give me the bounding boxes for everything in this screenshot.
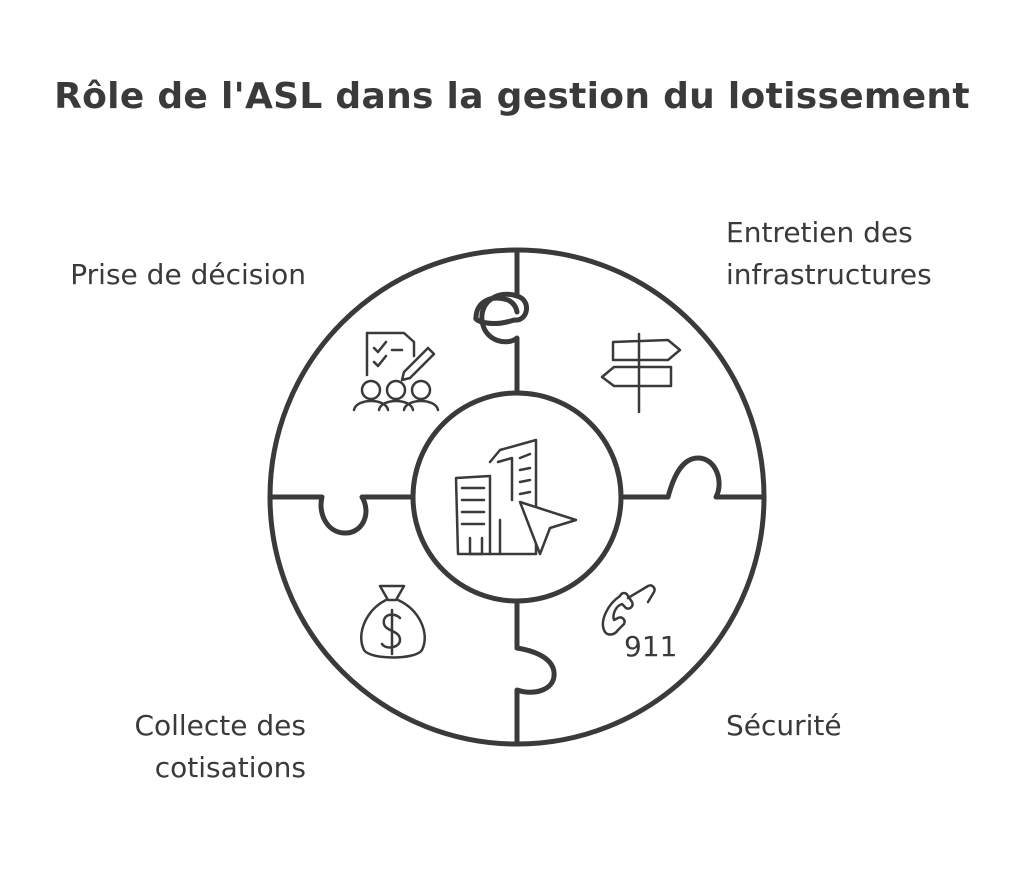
divider-bottom xyxy=(514,598,557,747)
label-collecte-cotisations-line2: cotisations xyxy=(154,751,306,784)
label-prise-de-decision: Prise de décision xyxy=(30,254,306,296)
divider-top xyxy=(473,247,529,396)
label-prise-de-decision-line1: Prise de décision xyxy=(70,258,306,291)
label-securite-line1: Sécurité xyxy=(726,709,842,742)
outer-ring xyxy=(267,247,767,747)
diagram-title: Rôle de l'ASL dans la gestion du lotisse… xyxy=(54,76,970,117)
divider-right xyxy=(618,455,767,500)
emergency-number: 911 xyxy=(624,630,677,663)
signpost-icon xyxy=(600,332,682,414)
label-entretien-infrastructures-line1: Entretien des xyxy=(726,216,913,249)
label-entretien-infrastructures-line2: infrastructures xyxy=(726,258,932,291)
label-collecte-cotisations: Collecte des cotisations xyxy=(60,705,306,789)
emergency-phone-icon xyxy=(601,584,656,636)
label-collecte-cotisations-line1: Collecte des xyxy=(134,709,306,742)
checklist-voters-icon xyxy=(352,331,440,412)
divider-left xyxy=(267,494,416,536)
buildings-cursor-icon xyxy=(454,438,578,556)
money-bag-icon xyxy=(359,584,426,659)
inner-circle xyxy=(410,390,624,604)
label-entretien-infrastructures: Entretien des infrastructures xyxy=(726,212,986,296)
label-securite: Sécurité xyxy=(726,705,926,747)
